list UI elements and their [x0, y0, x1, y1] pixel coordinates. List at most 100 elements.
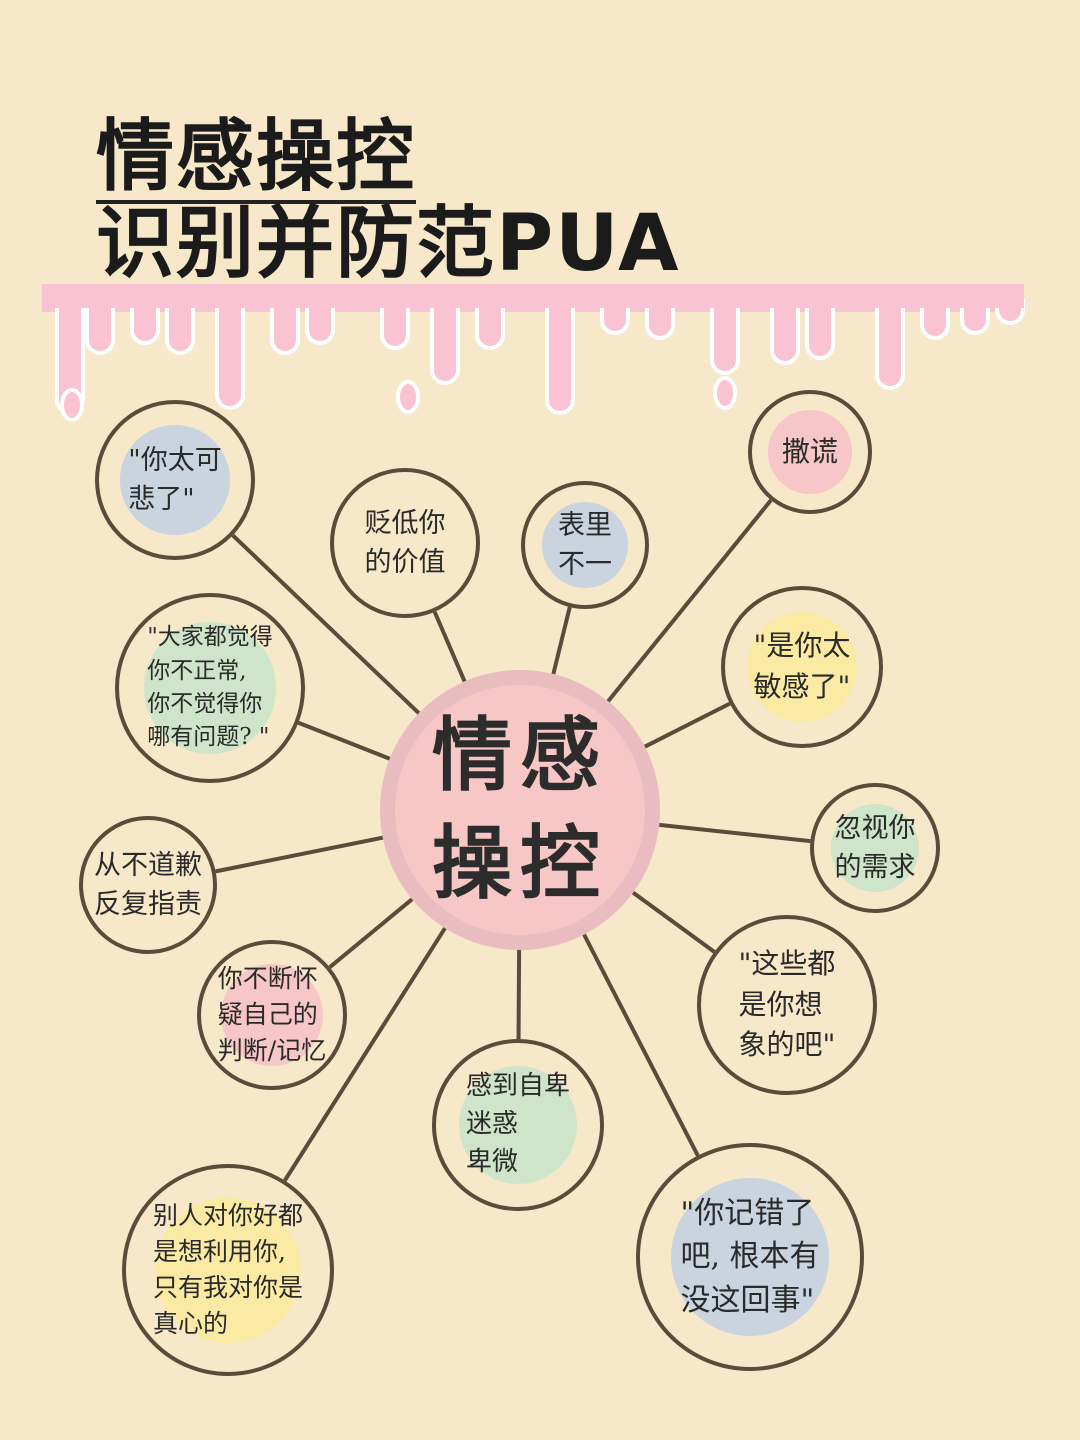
node-text: "大家都觉得你不正常, 你不觉得你哪有问题? " — [147, 621, 273, 754]
node-text-line: "是你太 — [753, 629, 851, 663]
pink-drip-banner — [42, 284, 1025, 422]
concept-node: 你不断怀疑自己的判断/记忆 — [197, 940, 347, 1090]
drip-shape — [875, 298, 905, 390]
connector-line — [432, 611, 467, 683]
node-text-line: 的需求 — [834, 852, 916, 883]
node-text-line: 吧, 根本有 — [680, 1239, 820, 1275]
drip-shape — [805, 298, 835, 360]
node-text-line: 忽视你 — [834, 812, 916, 844]
node-fill — [831, 804, 919, 892]
node-fill — [120, 425, 230, 535]
drip-shape — [130, 298, 160, 345]
node-fill — [541, 501, 629, 589]
node-text-line: 你不断怀 — [217, 963, 318, 993]
drip-shape — [770, 298, 800, 365]
concept-node: 感到自卑迷惑卑微 — [432, 1039, 604, 1211]
concept-node: 别人对你好都是想利用你, 只有我对你是真心的 — [122, 1164, 334, 1376]
node-fill — [746, 611, 858, 723]
node-fill — [220, 963, 324, 1067]
concept-node: "你太可悲了" — [95, 400, 255, 560]
drip-shape — [165, 298, 195, 355]
node-text-line: 感到自卑 — [465, 1071, 570, 1102]
node-text-line: 撒谎 — [781, 434, 838, 468]
drip-shape — [545, 298, 575, 415]
node-text-line: 别人对你好都 — [152, 1200, 303, 1230]
node-text-line: 判断/记忆 — [217, 1036, 327, 1066]
concept-node: "你记错了吧, 根本有没这回事" — [636, 1143, 864, 1371]
node-fill — [670, 1177, 830, 1337]
node-text-line: 敏感了" — [753, 670, 851, 703]
concept-node: 贬低你的价值 — [330, 468, 480, 618]
connector-line — [328, 897, 414, 969]
node-text-line: "大家都觉得 — [147, 624, 273, 651]
connector-line — [606, 498, 773, 703]
node-text: "你太可悲了" — [128, 441, 221, 519]
node-text: 从不道歉反复指责 — [94, 846, 202, 924]
node-text-line: "这些都 — [738, 947, 836, 981]
drip-shape — [475, 298, 505, 350]
concept-node: 忽视你的需求 — [810, 783, 940, 913]
drip-shape — [60, 388, 84, 422]
node-text: 忽视你的需求 — [835, 809, 916, 887]
node-text: 你不断怀疑自己的判断/记忆 — [218, 961, 326, 1070]
title-line-2: 识别并防范PUA — [96, 199, 681, 291]
node-text-line: 你不觉得你 — [147, 691, 263, 717]
connector-line — [231, 533, 421, 715]
node-text-line: 表里 — [558, 509, 612, 541]
connector-line — [643, 701, 731, 749]
title-line-1: 情感操控 — [96, 112, 417, 204]
center-line-2: 操控 — [432, 817, 608, 910]
drip-shape — [380, 298, 410, 350]
node-text-line: 不一 — [558, 549, 612, 580]
concept-node: "这些都是你想象的吧" — [697, 915, 877, 1095]
connector-line — [551, 606, 572, 675]
connector-lines — [215, 498, 811, 1182]
node-text: 贬低你的价值 — [365, 504, 446, 582]
drip-shape — [920, 298, 950, 340]
node-text-line: 真心的 — [152, 1309, 228, 1339]
drip-shape — [215, 298, 245, 410]
node-fill — [144, 622, 276, 754]
connector-line — [516, 949, 522, 1040]
drip-shape — [85, 298, 115, 355]
node-text-line: 你不正常, — [147, 657, 247, 684]
node-text-line: 没这回事" — [680, 1282, 815, 1318]
node-text: 表里不一 — [558, 506, 612, 584]
node-fill — [154, 1196, 302, 1344]
center-node: 情感 操控 — [380, 670, 660, 950]
center-line-1: 情感 — [432, 709, 608, 802]
drip-shape — [396, 380, 420, 414]
node-text-line: 只有我对你是 — [152, 1273, 303, 1302]
drip-shape — [270, 298, 300, 355]
drip-shape — [645, 298, 675, 340]
concept-node: 撒谎 — [748, 390, 872, 514]
node-text-line: 是想利用你, — [152, 1236, 286, 1266]
drip-shape — [960, 298, 990, 335]
node-text-line: 哪有问题? " — [147, 724, 270, 751]
connector-line — [283, 927, 447, 1182]
connector-line — [215, 835, 384, 874]
node-text-line: 贬低你 — [364, 507, 446, 539]
concept-node: 表里不一 — [521, 481, 649, 609]
drip-shape — [710, 298, 740, 375]
node-fill — [458, 1065, 578, 1185]
connector-line — [297, 720, 391, 761]
node-text-line: 的价值 — [364, 547, 446, 578]
drip-shape — [713, 376, 737, 410]
drip-shape — [600, 298, 630, 335]
node-text: 撒谎 — [782, 432, 838, 473]
node-text-line: 迷惑 — [465, 1109, 518, 1140]
concept-node: "大家都觉得你不正常, 你不觉得你哪有问题? " — [115, 593, 305, 783]
node-text: 感到自卑迷惑卑微 — [466, 1068, 570, 1181]
connector-line — [658, 822, 811, 844]
node-text-line: 象的吧" — [738, 1028, 836, 1062]
drip-shape — [430, 298, 460, 385]
node-text-line: "你记错了 — [680, 1195, 815, 1231]
node-text-line: 疑自己的 — [217, 999, 318, 1029]
concept-node: 从不道歉反复指责 — [79, 816, 217, 954]
concept-node: "是你太敏感了" — [721, 586, 883, 748]
node-text: "你记错了吧, 根本有没这回事" — [680, 1192, 819, 1323]
node-text: "是你太敏感了" — [754, 626, 851, 707]
node-text-line: 卑微 — [465, 1146, 518, 1177]
